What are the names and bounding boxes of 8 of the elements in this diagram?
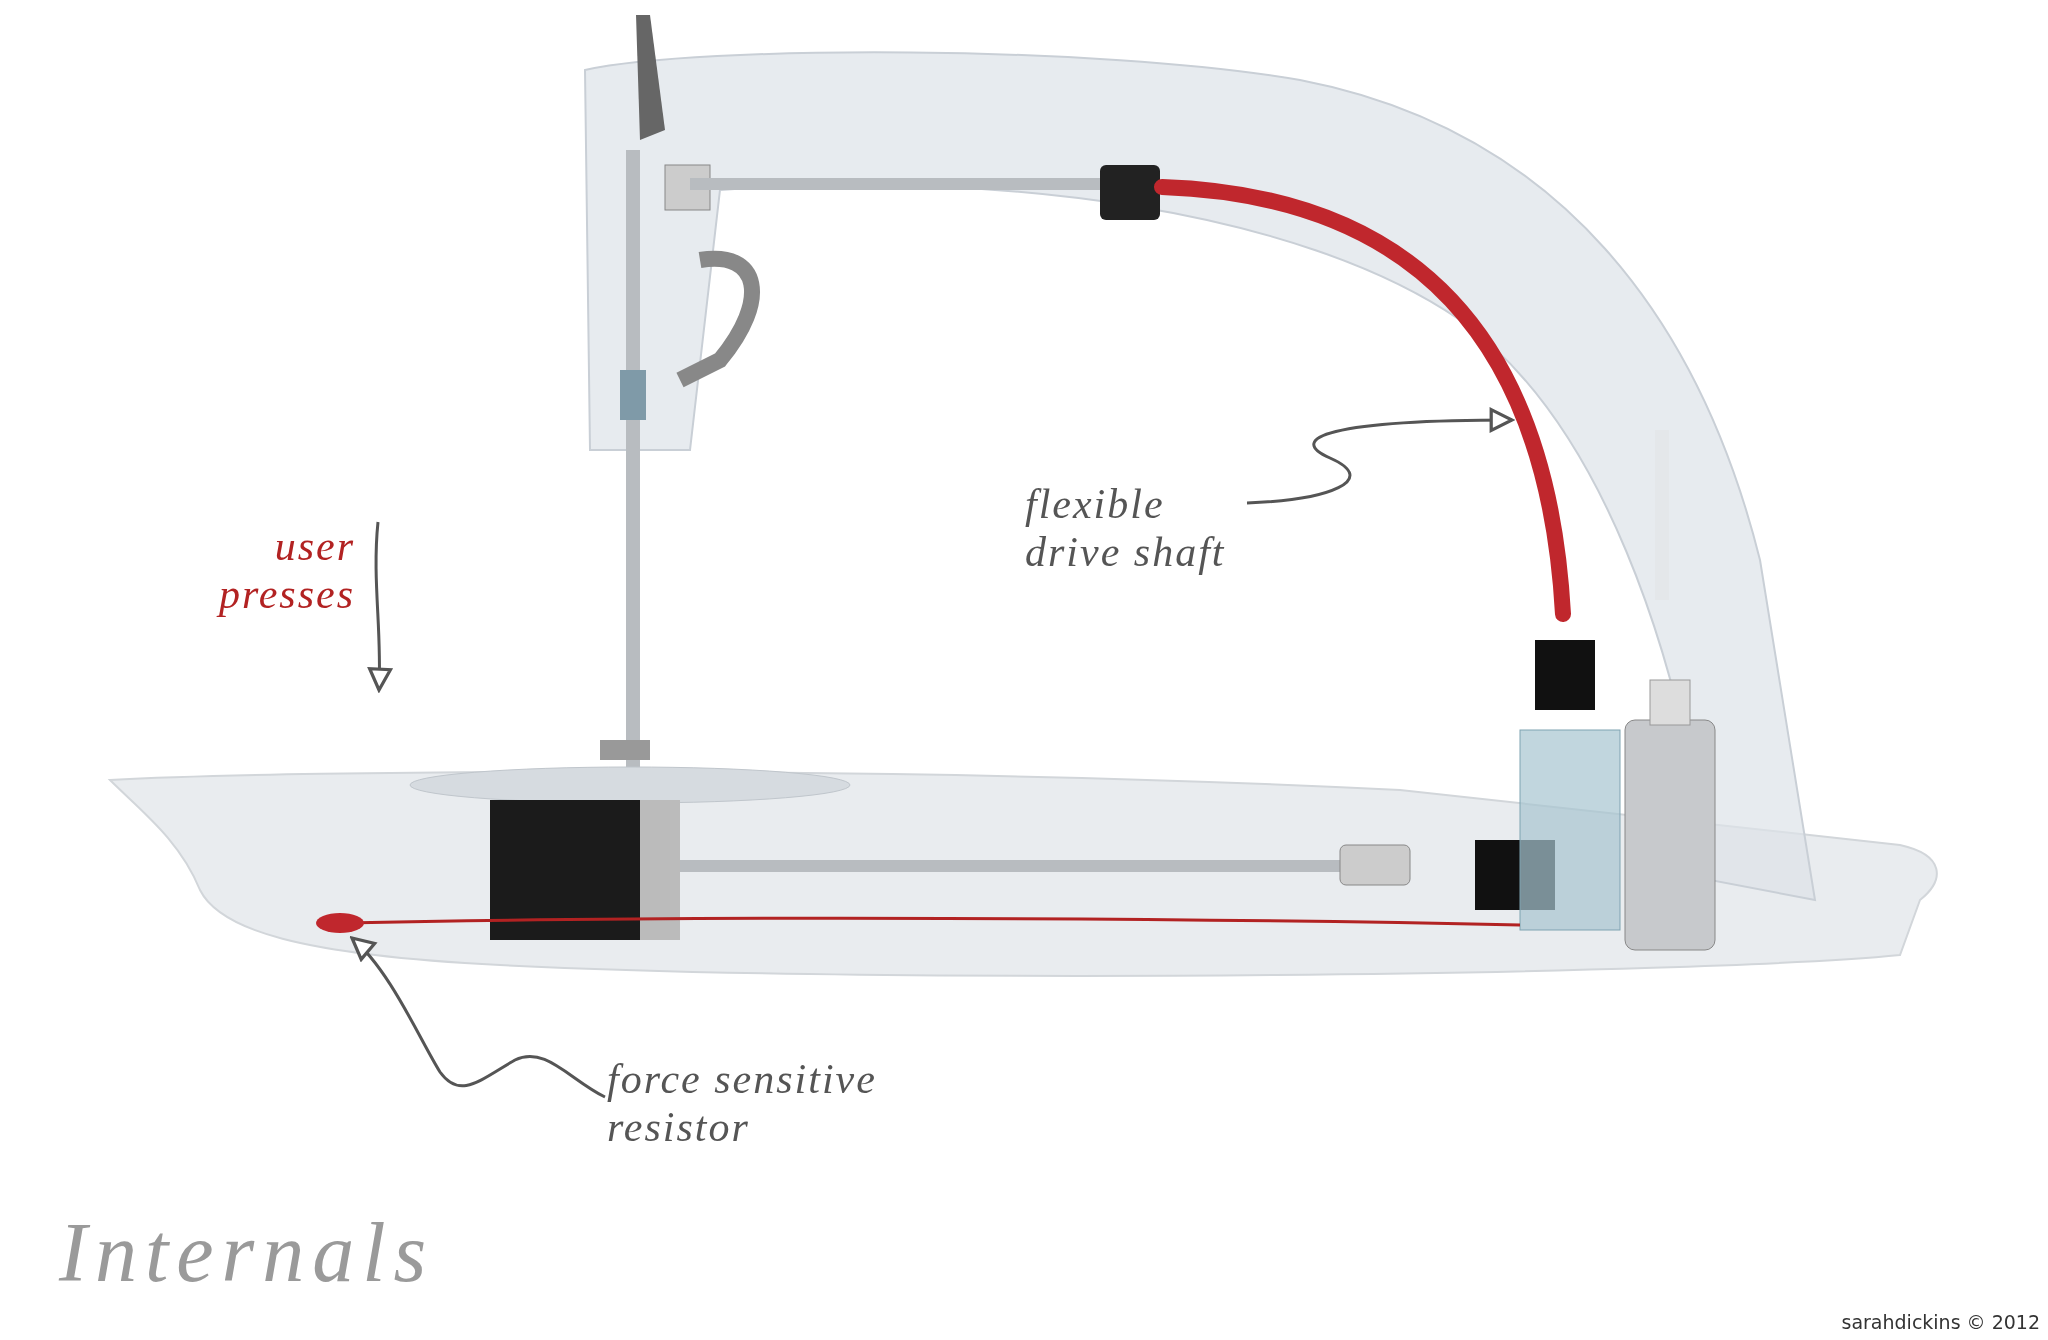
credit-text: sarahdickins © 2012	[1840, 1310, 2040, 1334]
title: Internals	[59, 1205, 435, 1301]
sensor-pad	[316, 913, 364, 933]
leader-arrow	[1246, 408, 1514, 505]
annotation-text: user presses	[215, 522, 355, 618]
leader-arrow	[350, 936, 606, 1099]
annotation-text: flexible drive shaft	[1025, 480, 1245, 576]
annotation-text: force sensitive resistor	[607, 1055, 927, 1151]
